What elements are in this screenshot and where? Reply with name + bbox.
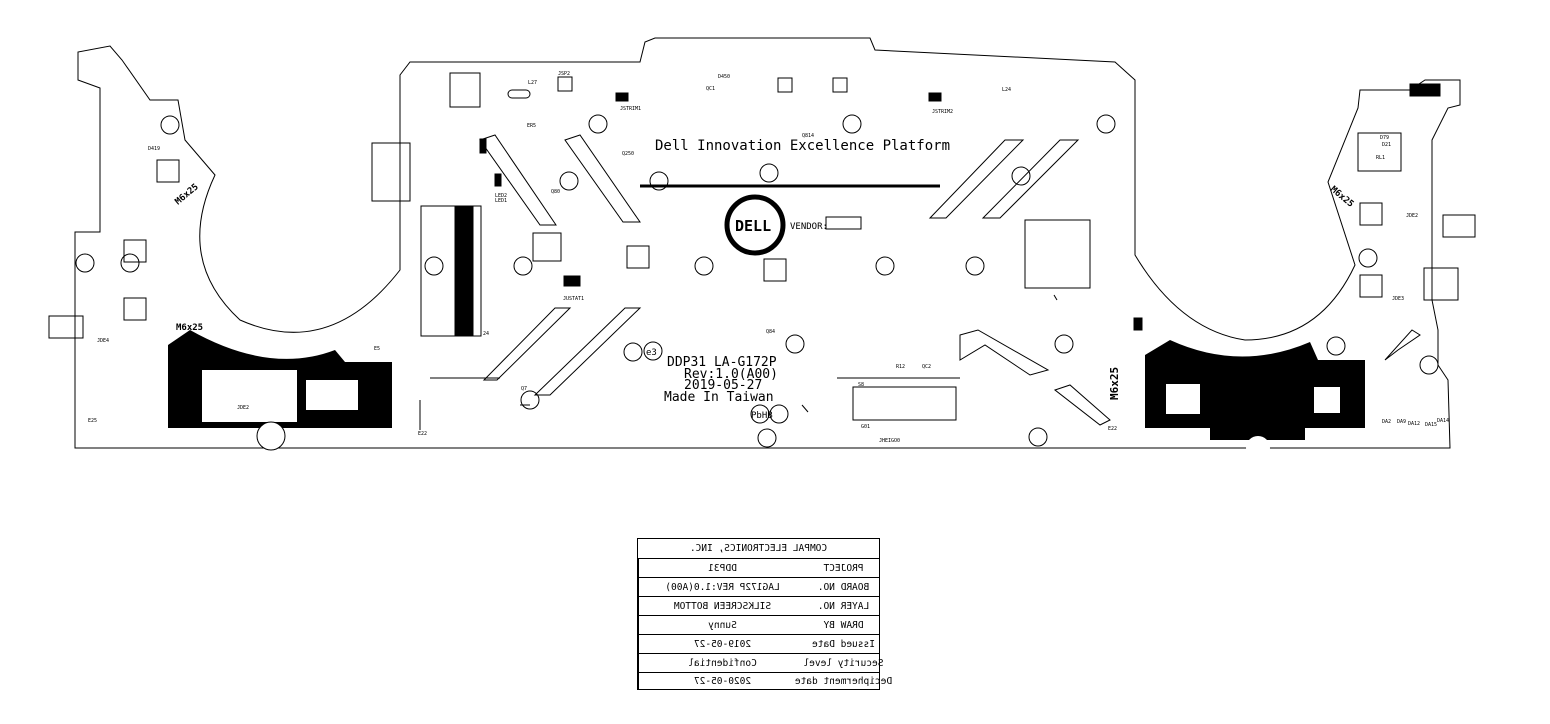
right-cutout-solid — [1145, 340, 1365, 440]
svg-text:Q80: Q80 — [551, 189, 560, 195]
svg-text:E22: E22 — [418, 431, 427, 437]
svg-text:R12: R12 — [896, 364, 905, 370]
title-label: PROJECT — [823, 562, 864, 574]
vendor-label: VENDOR: — [790, 222, 828, 232]
svg-text:Q250: Q250 — [622, 151, 634, 157]
origin-line: Made In Taiwan — [664, 390, 774, 405]
title-label: Decipherment date — [794, 675, 893, 687]
title-value: DDP31 — [638, 559, 806, 577]
svg-text:24: 24 — [483, 331, 489, 337]
svg-text:D450: D450 — [718, 74, 730, 80]
title-value: SILKSCREEN BOTTOM — [638, 597, 806, 615]
pb-mark-ring — [750, 404, 770, 424]
diagonal-slots — [479, 134, 1421, 426]
left-notch-hole — [256, 421, 286, 451]
project-line: DDP31 LA-G172P — [667, 355, 777, 370]
title-row-security: Confidential Security level — [638, 653, 884, 672]
title-block: COMPAL ELECTRONICS, INC. DDP31 PROJECT L… — [637, 538, 893, 690]
svg-text:JSP2: JSP2 — [558, 71, 570, 77]
title-label: Security level — [803, 657, 884, 669]
title-row-project: DDP31 PROJECT — [638, 558, 879, 577]
svg-text:LED2: LED2 — [495, 193, 507, 199]
svg-text:QC2: QC2 — [922, 364, 931, 370]
title-row-draw: Sunny DRAW BY — [638, 615, 879, 634]
small-components — [419, 89, 1058, 430]
svg-text:QC1: QC1 — [706, 86, 715, 92]
pbhb-mark-text: PbHB — [751, 411, 773, 421]
svg-text:JUSTAT1: JUSTAT1 — [563, 296, 584, 302]
title-label: Issued Date — [812, 638, 875, 650]
svg-text:DA14: DA14 — [1437, 418, 1449, 424]
title-value: Sunny — [638, 616, 806, 634]
svg-text:LED1: LED1 — [495, 198, 507, 204]
svg-text:JSTRIM1: JSTRIM1 — [620, 106, 641, 112]
date-line: 2019-05-27 — [684, 378, 762, 393]
title-row-board: LAG172P REV:1.0(A00) BOARD NO. — [638, 577, 879, 596]
svg-text:JDE2: JDE2 — [1406, 213, 1418, 219]
title-company-row: COMPAL ELECTRONICS, INC. — [638, 539, 879, 558]
mount-label-br: M6x25 — [1108, 367, 1121, 400]
svg-text:DA2: DA2 — [1382, 419, 1391, 425]
left-cutout-slot — [306, 380, 358, 410]
square-pads — [123, 76, 1383, 321]
title-company: COMPAL ELECTRONICS, INC. — [689, 543, 828, 554]
mount-label-tl: M6x25 — [174, 182, 201, 207]
title-label: LAYER NO. — [817, 600, 870, 612]
svg-text:JDE4: JDE4 — [97, 338, 109, 344]
svg-text:D79: D79 — [1380, 135, 1389, 141]
svg-text:DA9: DA9 — [1397, 419, 1406, 425]
svg-text:DA15: DA15 — [1425, 422, 1437, 428]
title-label: DRAW BY — [823, 619, 864, 631]
mounting-holes — [75, 114, 1439, 448]
right-notch-hole — [1246, 436, 1270, 460]
board-outline — [74, 37, 1461, 449]
logo-text: DELL — [735, 217, 771, 235]
svg-text:RL1: RL1 — [1376, 155, 1385, 161]
logo-ring — [724, 194, 786, 256]
title-label: BOARD NO. — [817, 581, 870, 593]
svg-text:JSTRIM2: JSTRIM2 — [932, 109, 953, 115]
e3-mark-text: e3 — [646, 348, 657, 358]
svg-text:L27: L27 — [528, 80, 537, 86]
mount-label-bl: M6x25 — [176, 323, 203, 333]
title-row-issued: 2019-05-27 Issued Date — [638, 634, 879, 653]
title-value: LAG172P REV:1.0(A00) — [638, 578, 806, 596]
right-cutout-window-a — [1166, 384, 1200, 414]
title-value: Confidential — [638, 654, 806, 672]
svg-text:D21: D21 — [1382, 142, 1391, 148]
svg-text:ER5: ER5 — [527, 123, 536, 129]
right-cutout-window-b — [1314, 387, 1340, 413]
svg-text:D419: D419 — [148, 146, 160, 152]
svg-text:E22: E22 — [1108, 426, 1117, 432]
svg-text:DA12: DA12 — [1408, 421, 1420, 427]
svg-text:G01: G01 — [861, 424, 870, 430]
e3-mark-ring — [643, 341, 663, 361]
svg-text:L24: L24 — [1002, 87, 1011, 93]
svg-text:Q814: Q814 — [802, 133, 814, 139]
title-row-decipher: 2020-05-27 Decipherment date — [638, 672, 893, 689]
title-value: 2020-05-27 — [638, 673, 806, 689]
svg-text:E5: E5 — [374, 346, 380, 352]
svg-text:JDE2: JDE2 — [237, 405, 249, 411]
hb-mark-ring — [769, 404, 789, 424]
svg-text:JDE3: JDE3 — [1392, 296, 1404, 302]
headline-text: Dell Innovation Excellence Platform — [655, 138, 950, 154]
rev-line: Rev:1.0(A00) — [684, 367, 778, 382]
vendor-box — [825, 216, 862, 230]
svg-text:Q7: Q7 — [521, 386, 527, 392]
svg-text:JHEIGO0: JHEIGO0 — [879, 438, 900, 444]
title-row-layer: SILKSCREEN BOTTOM LAYER NO. — [638, 596, 879, 615]
svg-text:Q84: Q84 — [766, 329, 775, 335]
svg-text:S8: S8 — [858, 382, 864, 388]
left-cutout-window — [202, 370, 297, 422]
mount-label-tr: M6x25 — [1328, 185, 1355, 210]
connectors — [48, 72, 1476, 421]
svg-text:E25: E25 — [88, 418, 97, 424]
title-value: 2019-05-27 — [638, 635, 806, 653]
